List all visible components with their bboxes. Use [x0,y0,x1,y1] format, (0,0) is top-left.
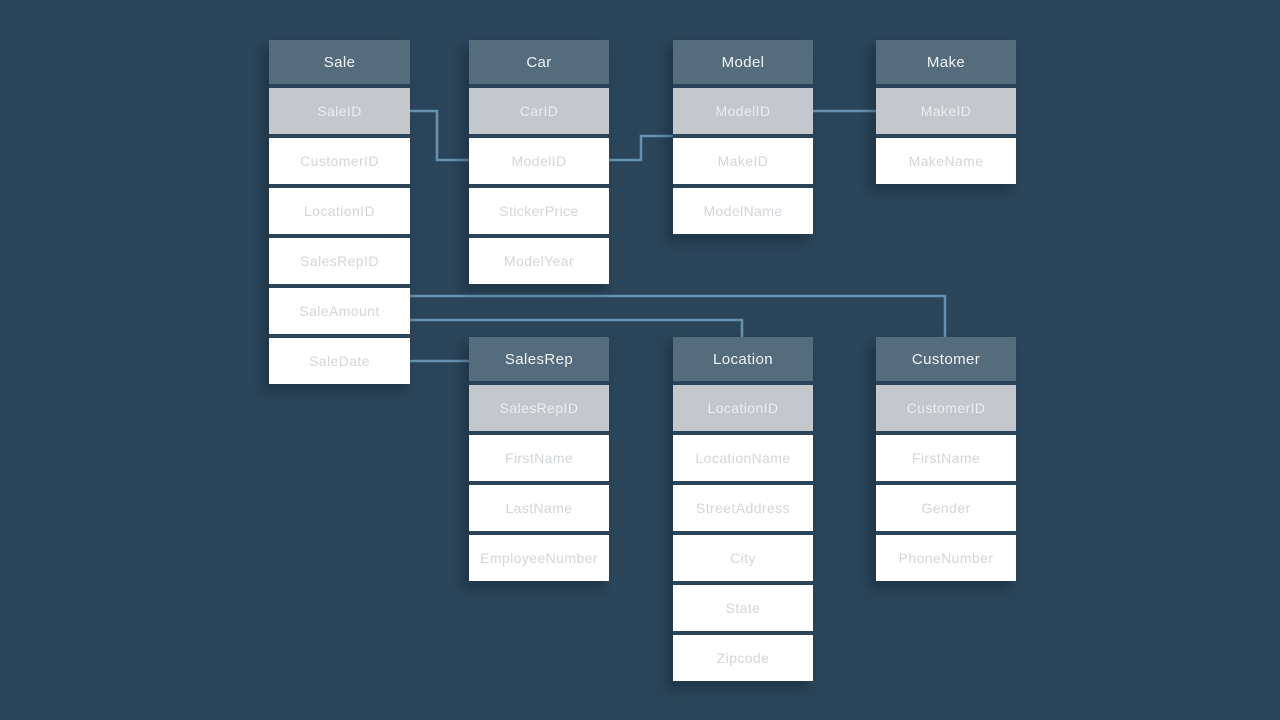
table-sale-field-row: SaleDate [269,338,410,384]
table-model-title: Model [673,40,813,84]
table-make-title: Make [876,40,1016,84]
table-customer-primary-key-row: CustomerID [876,385,1016,431]
table-car-title: Car [469,40,609,84]
table-car-primary-key-row: CarID [469,88,609,134]
table-make-field-row: MakeName [876,138,1016,184]
table-customer-field-row: FirstName [876,435,1016,481]
table-location-field-row: LocationName [673,435,813,481]
table-salesrep-field-row: LastName [469,485,609,531]
table-salesrep-field-row: EmployeeNumber [469,535,609,581]
table-location-primary-key-row: LocationID [673,385,813,431]
connection-sale-saleid-to-car-modelid [410,109,469,162]
table-car-field-row: ModelYear [469,238,609,284]
table-location-field-row: Zipcode [673,635,813,681]
table-salesrep-title: SalesRep [469,337,609,381]
table-location-field-row: State [673,585,813,631]
table-model-primary-key-row: ModelID [673,88,813,134]
table-sale-title: Sale [269,40,410,84]
table-sale-field-row: CustomerID [269,138,410,184]
table-car-field-row: ModelID [469,138,609,184]
table-customer-title: Customer [876,337,1016,381]
table-sale-field-row: LocationID [269,188,410,234]
table-location-field-row: StreetAddress [673,485,813,531]
table-customer-field-row: Gender [876,485,1016,531]
connection-sale-locationid-to-location [410,318,744,337]
table-location-title: Location [673,337,813,381]
table-sale-primary-key-row: SaleID [269,88,410,134]
table-model-field-row: MakeID [673,138,813,184]
table-car-field-row: StickerPrice [469,188,609,234]
table-sale-field-row: SaleAmount [269,288,410,334]
table-customer-field-row: PhoneNumber [876,535,1016,581]
table-location-field-row: City [673,535,813,581]
connection-car-modelid-to-model-modelid [609,134,673,162]
table-make-primary-key-row: MakeID [876,88,1016,134]
table-salesrep-primary-key-row: SalesRepID [469,385,609,431]
table-sale-field-row: SalesRepID [269,238,410,284]
connection-sale-customerid-to-customer [410,294,947,337]
table-salesrep-field-row: FirstName [469,435,609,481]
table-model-field-row: ModelName [673,188,813,234]
